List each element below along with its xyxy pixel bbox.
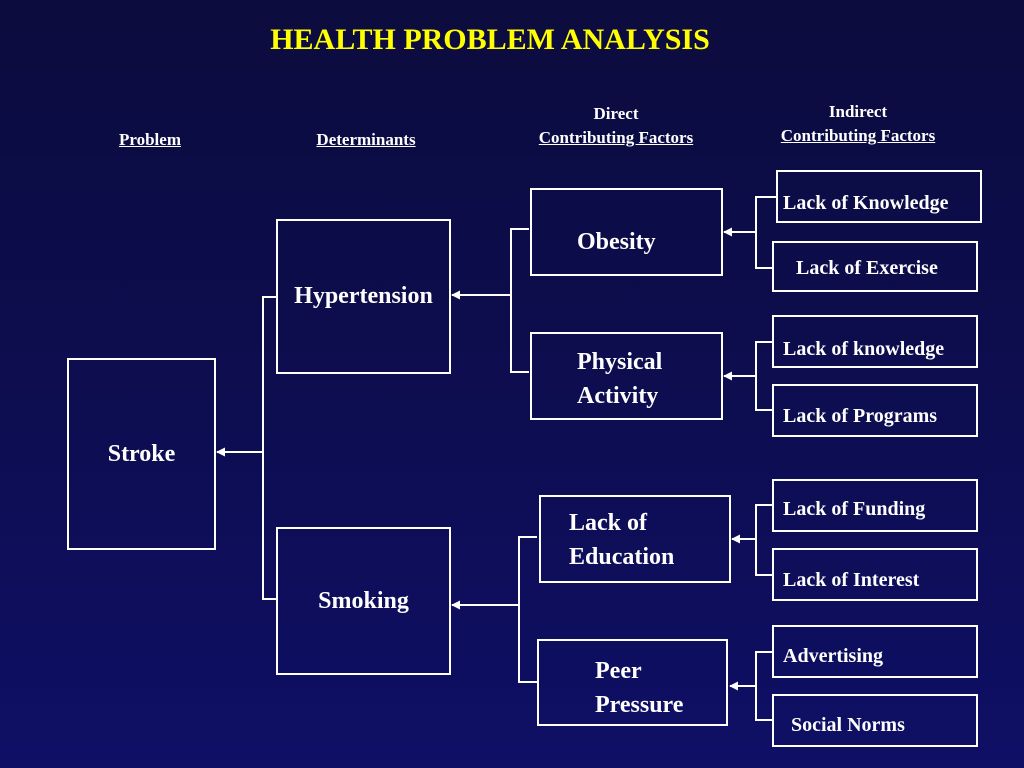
determinant-label: Hypertension [294, 283, 433, 309]
indirect-factor-label: Social Norms [791, 714, 905, 736]
determinant-box-smoking: Smoking [276, 527, 451, 675]
indirect-factor-box: Lack of knowledge [772, 315, 978, 368]
indirect-factor-label: Lack of Funding [783, 498, 926, 520]
header-indirect-line1: Indirect [828, 102, 888, 121]
direct-factor-box-lack-of-education: Lack of Education [539, 495, 731, 583]
direct-factor-label-line1: Obesity [577, 229, 656, 255]
direct-factor-label-line1: Physical [577, 349, 663, 375]
problem-label: Stroke [107, 440, 176, 467]
determinant-box-hypertension: Hypertension [276, 219, 451, 374]
direct-factor-box-peer-pressure: Peer Pressure [537, 639, 728, 726]
determinant-label: Smoking [318, 587, 409, 614]
header-problem: Problem [100, 128, 200, 152]
page-title: HEALTH PROBLEM ANALYSIS [270, 23, 710, 56]
direct-factor-box-obesity: Obesity [530, 188, 723, 276]
connector-bracket-peer [755, 651, 772, 721]
problem-box-stroke: Stroke [67, 358, 216, 550]
indirect-factor-label: Advertising [783, 645, 883, 667]
indirect-factor-label: Lack of Programs [783, 405, 938, 427]
indirect-factor-box: Lack of Knowledge [776, 170, 982, 223]
connector-bracket-physical [755, 341, 772, 411]
header-direct-line2: Contributing Factors [538, 128, 694, 147]
direct-factor-label-line2: Activity [577, 383, 659, 409]
header-indirect-line2: Contributing Factors [780, 126, 936, 145]
header-direct-line1: Direct [593, 104, 639, 123]
header-determinants-label: Determinants [316, 130, 416, 149]
direct-factor-label-line1: Peer [595, 658, 642, 684]
indirect-factor-box: Lack of Exercise [772, 241, 978, 292]
header-direct: Direct Contributing Factors [516, 102, 716, 150]
indirect-factor-box: Lack of Interest [772, 548, 978, 601]
indirect-factor-label: Lack of Interest [783, 569, 920, 591]
direct-factor-label-line1: Lack of [569, 510, 647, 536]
direct-factor-label-line2: Education [569, 544, 675, 570]
direct-factor-label-line2: Pressure [595, 692, 684, 718]
direct-factor-box-physical-activity: Physical Activity [530, 332, 723, 420]
indirect-factor-label: Lack of Knowledge [783, 192, 949, 214]
connector-bracket-education [755, 504, 772, 576]
indirect-factor-box: Lack of Programs [772, 384, 978, 437]
connector-bracket-hypertension [510, 228, 529, 373]
connector-bracket-smoking [518, 536, 537, 683]
header-indirect: Indirect Contributing Factors [758, 100, 958, 148]
indirect-factor-box: Advertising [772, 625, 978, 678]
indirect-factor-label: Lack of Exercise [796, 257, 938, 279]
indirect-factor-box: Social Norms [772, 694, 978, 747]
indirect-factor-label: Lack of knowledge [783, 338, 945, 360]
header-problem-label: Problem [118, 130, 181, 149]
connector-bracket-problem [262, 296, 277, 600]
header-determinants: Determinants [296, 128, 436, 152]
indirect-factor-box: Lack of Funding [772, 479, 978, 532]
